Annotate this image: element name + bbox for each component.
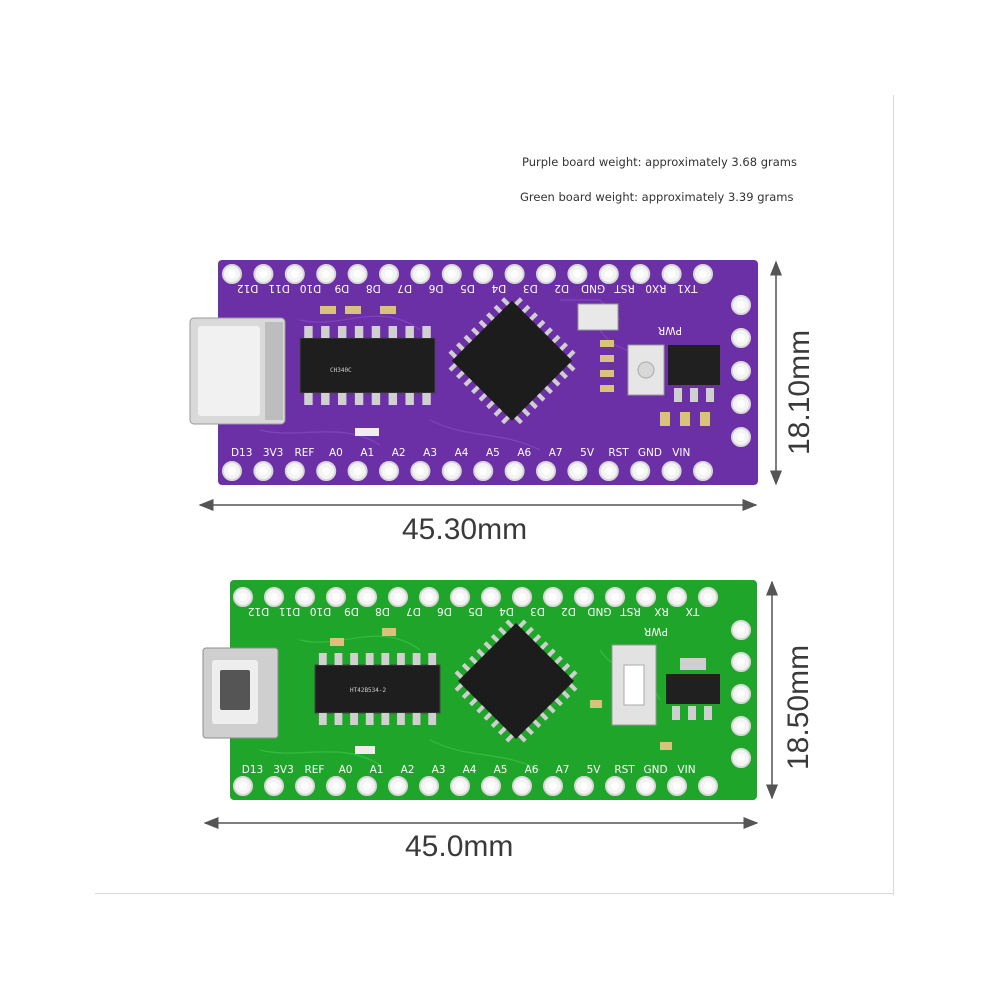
top-pin-label: RX0 bbox=[645, 282, 666, 294]
bottom-pin-label: A1 bbox=[360, 447, 374, 459]
green-weight-note: Green board weight: approximately 3.39 g… bbox=[520, 190, 794, 204]
bottom-pin-label: A3 bbox=[423, 447, 437, 459]
bottom-pin-label: A1 bbox=[370, 764, 384, 776]
bottom-pin-label: A3 bbox=[432, 764, 446, 776]
top-pin-label: D5 bbox=[460, 282, 475, 294]
top-pin-label: TX1 bbox=[677, 282, 698, 294]
purple-width-label: 45.30mm bbox=[402, 513, 528, 546]
green-width-label: 45.0mm bbox=[405, 830, 514, 863]
bottom-pin-label: REF bbox=[295, 447, 315, 459]
bottom-pin-label: RST bbox=[614, 764, 635, 776]
bottom-pin-label: A5 bbox=[486, 447, 500, 459]
top-pin-label: D2 bbox=[554, 282, 569, 294]
top-pin-label: D8 bbox=[366, 282, 381, 294]
green-height-label: 18.50mm bbox=[782, 644, 815, 770]
top-pin-label: GND bbox=[581, 282, 605, 294]
bottom-pin-label: A6 bbox=[525, 764, 539, 776]
bottom-pin-label: 3V3 bbox=[273, 764, 294, 776]
top-pin-label: RX bbox=[654, 605, 669, 617]
bottom-pin-label: 5V bbox=[580, 447, 595, 459]
bottom-pin-label: D13 bbox=[231, 447, 252, 459]
bottom-pin-label: D13 bbox=[242, 764, 263, 776]
bottom-pin-label: A2 bbox=[401, 764, 415, 776]
reset-button-icon bbox=[627, 344, 665, 396]
top-pin-label: D12 bbox=[237, 282, 258, 294]
top-pin-label: D9 bbox=[335, 282, 350, 294]
top-pin-label: D8 bbox=[375, 605, 390, 617]
reset-button-icon bbox=[611, 644, 657, 726]
bottom-pin-label: A4 bbox=[455, 447, 469, 459]
top-pin-label: D5 bbox=[468, 605, 483, 617]
bottom-pin-label: GND bbox=[643, 764, 667, 776]
usb-serial-chip-icon: CH340C bbox=[299, 326, 436, 405]
micro-usb-connector-icon bbox=[202, 647, 279, 739]
frame-right-line bbox=[893, 95, 894, 895]
bottom-pin-label: GND bbox=[638, 447, 662, 459]
usb-c-connector-icon bbox=[189, 317, 286, 425]
crystal-icon bbox=[577, 303, 619, 331]
top-pin-label: D6 bbox=[437, 605, 452, 617]
top-pin-label: D11 bbox=[268, 282, 289, 294]
bottom-pin-label: A0 bbox=[329, 447, 343, 459]
bottom-pin-label: RST bbox=[608, 447, 629, 459]
top-pin-label: D2 bbox=[561, 605, 576, 617]
purple-board: CH340C bbox=[189, 260, 758, 485]
bottom-pin-label: A2 bbox=[392, 447, 406, 459]
purple-height-label: 18.10mm bbox=[783, 329, 816, 455]
bottom-pin-label: VIN bbox=[677, 764, 695, 776]
purple-weight-note: Purple board weight: approximately 3.68 … bbox=[522, 155, 797, 169]
chip-label: CH340C bbox=[330, 367, 352, 374]
bottom-pin-label: 3V3 bbox=[263, 447, 284, 459]
top-pin-label: TX bbox=[686, 605, 701, 617]
top-pin-label: GND bbox=[587, 605, 611, 617]
chip-label: HT42B534-2 bbox=[350, 687, 387, 694]
bottom-pin-label: A0 bbox=[339, 764, 353, 776]
frame-bottom-line bbox=[95, 893, 894, 894]
bottom-pin-label: A7 bbox=[556, 764, 570, 776]
top-pin-label: RST bbox=[620, 605, 641, 617]
top-pin-label: D7 bbox=[406, 605, 421, 617]
bottom-pin-label: A7 bbox=[549, 447, 563, 459]
mcu-chip-icon bbox=[454, 619, 578, 743]
top-pin-label: D10 bbox=[310, 605, 331, 617]
top-pin-label: D12 bbox=[248, 605, 269, 617]
smd-components bbox=[320, 306, 710, 436]
bottom-pin-label: A6 bbox=[517, 447, 531, 459]
voltage-regulator-icon bbox=[666, 658, 720, 720]
pwr-label: PWR bbox=[644, 625, 668, 637]
pwr-label: PWR bbox=[658, 324, 682, 336]
top-pin-label: D7 bbox=[397, 282, 412, 294]
top-pin-label: D3 bbox=[523, 282, 538, 294]
top-pin-label: D10 bbox=[300, 282, 321, 294]
voltage-regulator-icon bbox=[668, 345, 720, 402]
top-pin-label: D9 bbox=[344, 605, 359, 617]
top-pin-label: RST bbox=[614, 282, 635, 294]
bottom-pin-label: A5 bbox=[494, 764, 508, 776]
bottom-pin-label: VIN bbox=[672, 447, 690, 459]
top-pin-label: D4 bbox=[491, 282, 506, 294]
top-pin-label: D3 bbox=[530, 605, 545, 617]
bottom-pin-label: REF bbox=[305, 764, 325, 776]
usb-serial-chip-icon: HT42B534-2 bbox=[314, 653, 441, 725]
top-pin-label: D11 bbox=[279, 605, 300, 617]
bottom-pin-label: A4 bbox=[463, 764, 477, 776]
bottom-pin-label: 5V bbox=[587, 764, 602, 776]
top-pin-label: D4 bbox=[499, 605, 514, 617]
green-board: HT42B534-2 PWR D12 D11 D10 D9 D8 D7 D6 D5 bbox=[202, 580, 757, 800]
smd-components bbox=[330, 628, 672, 754]
top-pin-label: D6 bbox=[428, 282, 443, 294]
